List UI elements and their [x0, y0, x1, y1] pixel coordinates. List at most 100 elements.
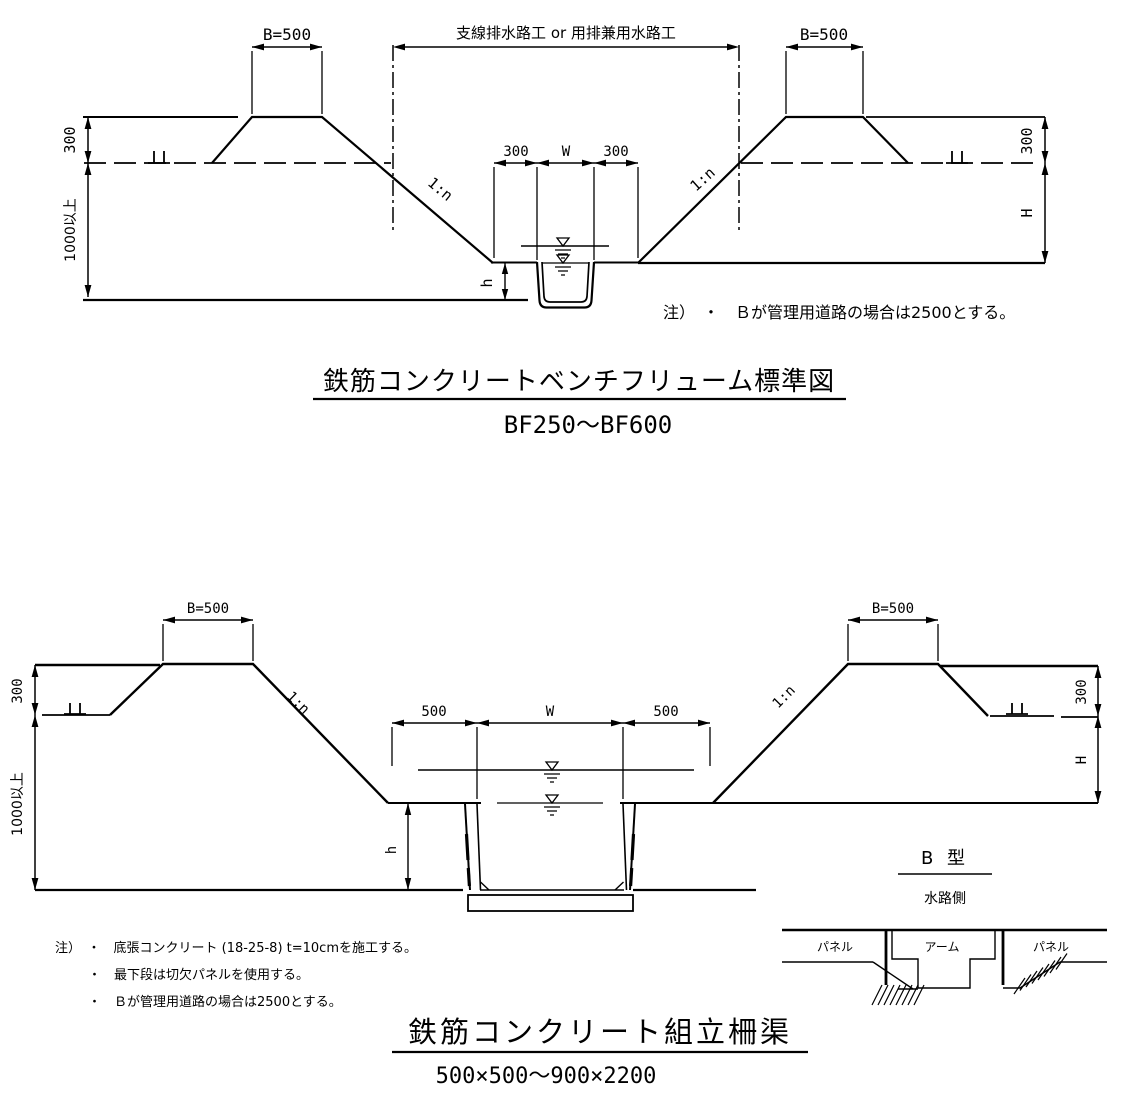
top-diagram: 支線排水路工 or 用排兼用水路工 B=500 B=500 1:n 1: [61, 24, 1049, 439]
left-dim-arrows [31, 665, 39, 890]
ground-symbol-icon [946, 151, 968, 164]
h-label: h [384, 846, 400, 854]
left-dim-arrows [84, 117, 92, 297]
flume-outer-shell [535, 261, 596, 309]
embankment-right-outline [637, 115, 909, 264]
panel-end-walls [884, 930, 1005, 985]
width-dim-extensions [391, 727, 711, 799]
h-dimension: h [384, 803, 412, 890]
panel-joint-marks [464, 833, 636, 887]
b500-right-extensions [847, 624, 939, 661]
left-depth-label: 1000以上 [10, 772, 26, 836]
water-level-marks [555, 249, 571, 259]
panel-left-label: パネル [817, 940, 853, 954]
flume-dim-arrows [494, 159, 638, 167]
left-300-label: 300 [61, 126, 79, 153]
width-dim-arrows [392, 719, 710, 727]
b500-right-dimension: B=500 [847, 601, 939, 661]
water-level-inner [542, 254, 589, 276]
h-label: h [478, 278, 496, 287]
flume-dim-extensions [493, 167, 639, 260]
panel-right-label: パネル [1033, 940, 1069, 954]
ground-symbol-icon [1006, 703, 1028, 715]
right-H-label: H [1018, 208, 1036, 217]
left-depth-label: 1000以上 [63, 198, 79, 262]
channel-width-dimension: 500 W 500 [391, 704, 711, 799]
flume-300-right-label: 300 [603, 144, 628, 160]
type-b-label: B 型 [921, 848, 969, 869]
arm-outline [891, 931, 996, 989]
b500-left-dimension: B=500 [162, 601, 254, 661]
waterway-side-label: 水路側 [924, 891, 966, 907]
right-300-label: 300 [1074, 679, 1090, 704]
hatch-right [1013, 953, 1068, 995]
b500-right-label: B=500 [800, 25, 848, 44]
b500-right-dimension: B=500 [785, 25, 864, 114]
ground-symbol-icon [64, 703, 86, 715]
left-vertical-dimension: 300 1000以上 [10, 665, 39, 890]
b500-left-label: B=500 [263, 25, 311, 44]
water-level-marks [544, 773, 560, 783]
embankment-left-outline [109, 662, 389, 804]
b500-left-extensions [162, 624, 254, 661]
bottom-diagram: 300 1000以上 B=500 1:n h [10, 601, 1107, 1089]
W-label: W [546, 704, 555, 720]
span-dimension: 支線排水路工 or 用排兼用水路工 [393, 24, 739, 51]
panel-arm-detail: パネル アーム パネル [782, 928, 1107, 1006]
bottom-subtitle: 500×500～900×2200 [436, 1064, 657, 1089]
water-level-icon [555, 237, 571, 248]
left-vertical-dimension: 300 1000以上 [61, 117, 92, 297]
bottom-note-3: ・ Ｂが管理用道路の場合は2500とする。 [88, 994, 342, 1010]
top-note: 注） ・ Ｂが管理用道路の場合は2500とする。 [663, 303, 1015, 322]
b500-left-extensions [251, 51, 323, 114]
wall-right-inner [622, 803, 628, 891]
flume-W-label: W [562, 144, 571, 160]
hatch-left [871, 984, 925, 1006]
slope-label-left: 1:n [283, 689, 312, 718]
h-dim-arrows [501, 263, 509, 300]
h-dimension: h [478, 263, 509, 300]
waterway-centerlines [392, 45, 740, 234]
base-concrete-slab [467, 894, 634, 912]
flume-inner-shell [541, 261, 590, 303]
right-H-label: H [1074, 756, 1090, 764]
b500-left-label: B=500 [187, 601, 229, 617]
wall-left-inner [476, 803, 482, 891]
water-level-icon [555, 254, 571, 265]
w500-left-label: 500 [421, 704, 446, 720]
right-vertical-dimension: 300 H [1018, 117, 1049, 263]
slope-label-right: 1:n [687, 164, 719, 196]
right-dim-arrows [1041, 117, 1049, 263]
right-300-label: 300 [1018, 127, 1036, 154]
ground-line-right [990, 715, 1098, 718]
w500-right-label: 500 [653, 704, 678, 720]
right-vertical-dimension: 300 H [1074, 666, 1102, 803]
water-level-icon [544, 761, 560, 772]
flume-width-dimension: 300 W 300 [493, 144, 639, 260]
water-level-marks [544, 806, 560, 816]
slope-label-left: 1:n [424, 174, 456, 205]
span-label: 支線排水路工 or 用排兼用水路工 [456, 24, 676, 42]
left-300-label: 300 [10, 678, 26, 703]
water-level-upper [418, 761, 694, 783]
water-level-upper [521, 237, 609, 259]
water-level-marks [555, 266, 571, 276]
arm-label: アーム [925, 940, 960, 954]
embankment-left-outline [211, 115, 494, 264]
flume-300-left-label: 300 [503, 144, 528, 160]
ground-symbol-icon [148, 151, 170, 164]
bottom-note-2: ・ 最下段は切欠パネルを使用する。 [88, 967, 309, 983]
water-level-inner [497, 794, 603, 816]
bottom-title: 鉄筋コンクリート組立柵渠 [408, 1015, 792, 1049]
top-title: 鉄筋コンクリートベンチフリューム標準図 [323, 367, 835, 397]
b500-right-extensions [785, 51, 864, 114]
channel-structure [464, 803, 636, 912]
top-subtitle: BF250～BF600 [504, 411, 673, 439]
slope-label-right: 1:n [770, 683, 799, 712]
b500-right-label: B=500 [872, 601, 914, 617]
floor-chamfers [480, 881, 624, 891]
bottom-note-1: 注） ・ 底張コンクリート (18-25-8) t=10cmを施工する。 [55, 940, 417, 956]
embankment-right-outline [712, 662, 989, 804]
